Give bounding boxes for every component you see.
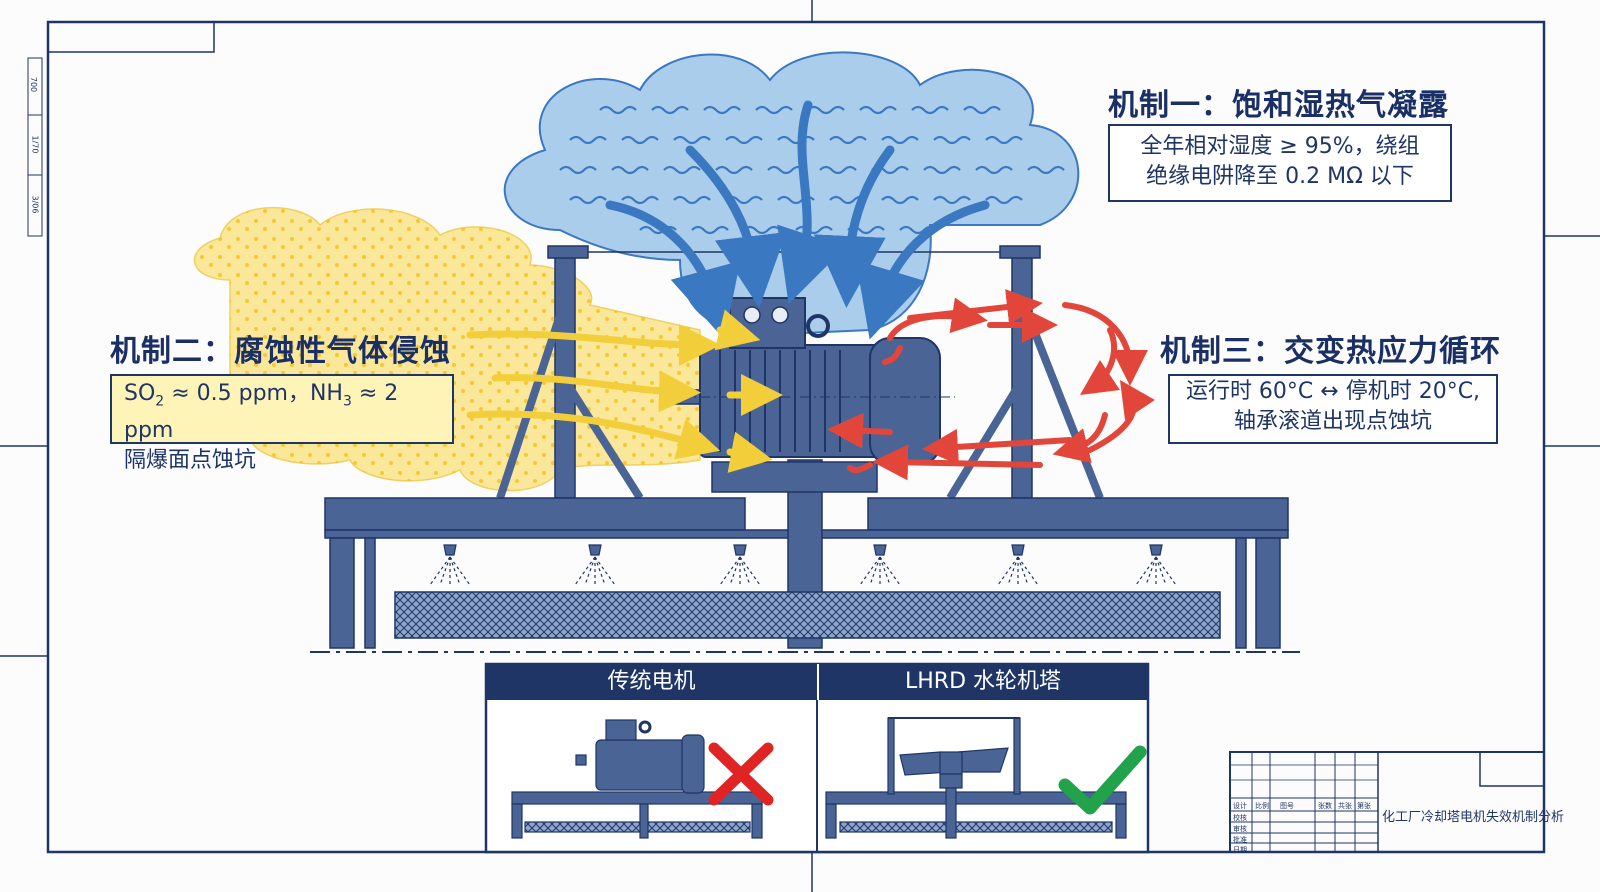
wave-line	[859, 105, 897, 115]
wave-line	[777, 135, 815, 145]
wave-line	[767, 165, 805, 175]
wave-line	[651, 105, 689, 115]
comparison-panel	[484, 662, 1150, 854]
wave-line	[569, 135, 607, 145]
wave-line	[621, 195, 659, 205]
margin-mark-2: 1/70	[30, 135, 40, 154]
tb-cell-8: 张数	[1318, 802, 1332, 810]
fill-media	[310, 591, 1300, 653]
wave-line	[1027, 165, 1065, 175]
wave-line	[881, 195, 919, 205]
wave-line	[599, 105, 637, 115]
mechanism1-line2: 绝缘电阱降至 0.2 MΩ 以下	[1146, 164, 1414, 189]
pass-check-icon	[1058, 745, 1147, 815]
fail-cross-icon	[708, 742, 774, 806]
spray-nozzle	[719, 544, 761, 586]
lhrd-tower-label: LHRD 水轮机塔	[904, 669, 1062, 694]
tb-cell-3: 审核	[1233, 825, 1247, 833]
wave-line	[963, 105, 1001, 115]
humid-air-arrows	[605, 100, 990, 340]
wave-line	[691, 225, 729, 235]
wave-line	[807, 105, 845, 115]
wave-line	[881, 135, 919, 145]
mechanism2-box: SO2 ≈ 0.5 ppm，NH3 ≈ 2 ppm 隔爆面点蚀坑	[110, 374, 454, 473]
mechanism3-box: 运行时 60°C ↔ 停机时 20°C, 轴承滚道出现点蚀坑	[1168, 374, 1498, 444]
wave-line	[985, 135, 1023, 145]
tb-cell-6: 比例	[1255, 802, 1269, 810]
spray-nozzle	[429, 544, 471, 586]
tb-cell-10: 第张	[1357, 802, 1371, 810]
mechanism3-line2: 轴承滚道出现点蚀坑	[1233, 409, 1432, 434]
wave-line	[933, 135, 971, 145]
spray-nozzle	[997, 544, 1039, 586]
tb-cell-5: 日期	[1233, 846, 1247, 854]
mechanism3-title: 机制三：交变热应力循环	[1160, 334, 1501, 369]
tb-cell-7: 图号	[1280, 802, 1294, 810]
wave-line	[819, 165, 857, 175]
wave-line	[725, 135, 763, 145]
traditional-motor-label: 传统电机	[607, 669, 696, 694]
spray-nozzle	[1135, 544, 1177, 586]
mechanism2-title: 机制二：腐蚀性气体侵蚀	[110, 334, 451, 369]
so2-value-nh3-text: ≈ 0.5 ppm，NH	[164, 381, 343, 406]
spray-nozzle	[574, 544, 616, 586]
so2-text: SO	[124, 381, 156, 406]
wave-line	[639, 225, 677, 235]
tb-cell-2: 校核	[1233, 814, 1247, 822]
wave-line	[911, 105, 949, 115]
lhrd-tower-sketch	[825, 717, 1127, 839]
tb-cell-9: 共张	[1338, 802, 1352, 810]
mechanism2-line2: 隔爆面点蚀坑	[124, 448, 257, 474]
nh3-subscript: 3	[342, 393, 352, 410]
wave-line	[559, 165, 597, 175]
wave-line	[755, 105, 793, 115]
thermal-cycle-arrows	[827, 289, 1155, 481]
wave-line	[673, 195, 711, 205]
title-block	[1229, 751, 1545, 853]
margin-mark-3: 3/06	[30, 195, 40, 214]
wave-line	[611, 165, 649, 175]
mechanism2-line1: SO2 ≈ 0.5 ppm，NH3 ≈ 2 ppm	[124, 379, 452, 446]
wave-line	[975, 165, 1013, 175]
wave-line	[673, 135, 711, 145]
spray-nozzles	[429, 544, 1177, 586]
mechanism1-box: 全年相对湿度 ≥ 95%，绕组 绝缘电阱降至 0.2 MΩ 以下	[1108, 124, 1452, 202]
wave-line	[703, 105, 741, 115]
wave-line	[829, 135, 867, 145]
wave-line	[715, 165, 753, 175]
drawing-title: 化工厂冷却塔电机失效机制分析	[1382, 810, 1565, 825]
tb-cell-1: 设计	[1233, 802, 1247, 810]
traditional-motor-sketch	[511, 719, 763, 839]
spray-nozzle	[859, 544, 901, 586]
wave-line	[569, 195, 607, 205]
tb-cell-4: 批准	[1233, 836, 1247, 844]
so2-subscript: 2	[155, 393, 165, 410]
corrosive-gas-arrows	[466, 309, 783, 473]
wave-line	[663, 165, 701, 175]
wave-line	[923, 165, 961, 175]
mechanism3-line1: 运行时 60°C ↔ 停机时 20°C,	[1185, 379, 1481, 404]
margin-mark-1: 700	[29, 76, 39, 93]
nh3-value: ≈ 2 ppm	[124, 381, 399, 444]
mechanism1-line1: 全年相对湿度 ≥ 95%，绕组	[1140, 134, 1420, 159]
wave-line	[621, 135, 659, 145]
mechanism1-title: 机制一：饱和湿热气凝露	[1108, 88, 1449, 123]
wave-line	[985, 195, 1023, 205]
wave-line	[933, 195, 971, 205]
